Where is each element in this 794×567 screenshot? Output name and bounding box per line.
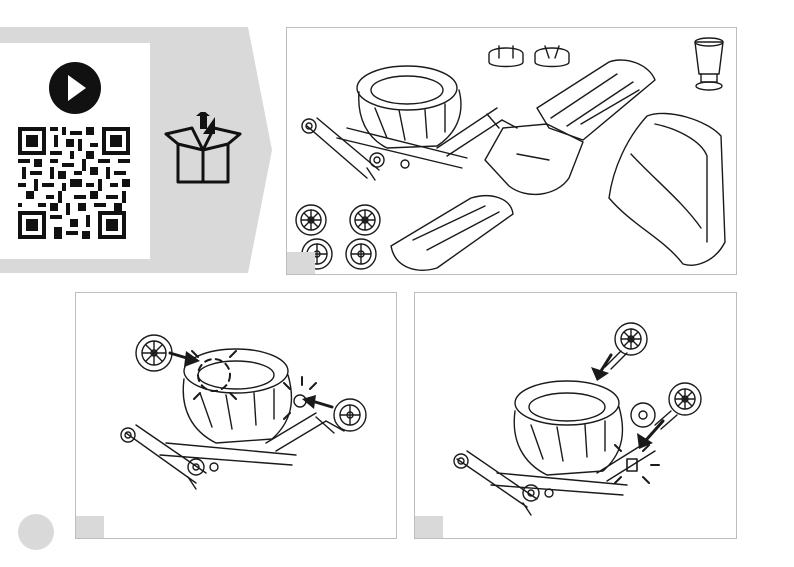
qr-code-icon[interactable] [18,127,130,239]
footmuff-illustration [391,196,513,270]
rear-wheels-illustration [76,293,396,538]
step-rear-wheels-panel [75,292,397,539]
step-front-wheels-panel [414,292,737,539]
step-tab-contents [287,252,315,274]
cup-holder-illustration [695,38,723,90]
step-tab-rear-wheels [76,516,104,538]
canopy-illustration [609,113,725,265]
stroller-frame-illustration [302,66,517,180]
contents-panel [286,27,737,275]
step-tab-front-wheels [415,516,443,538]
clip-parts-illustration [489,46,569,67]
unbox-icon [160,112,246,186]
play-circle-icon[interactable] [48,61,102,115]
seat-liner-illustration [485,60,655,194]
contents-illustration [287,28,736,274]
page-number-badge [18,514,54,550]
front-wheels-illustration [415,293,736,538]
